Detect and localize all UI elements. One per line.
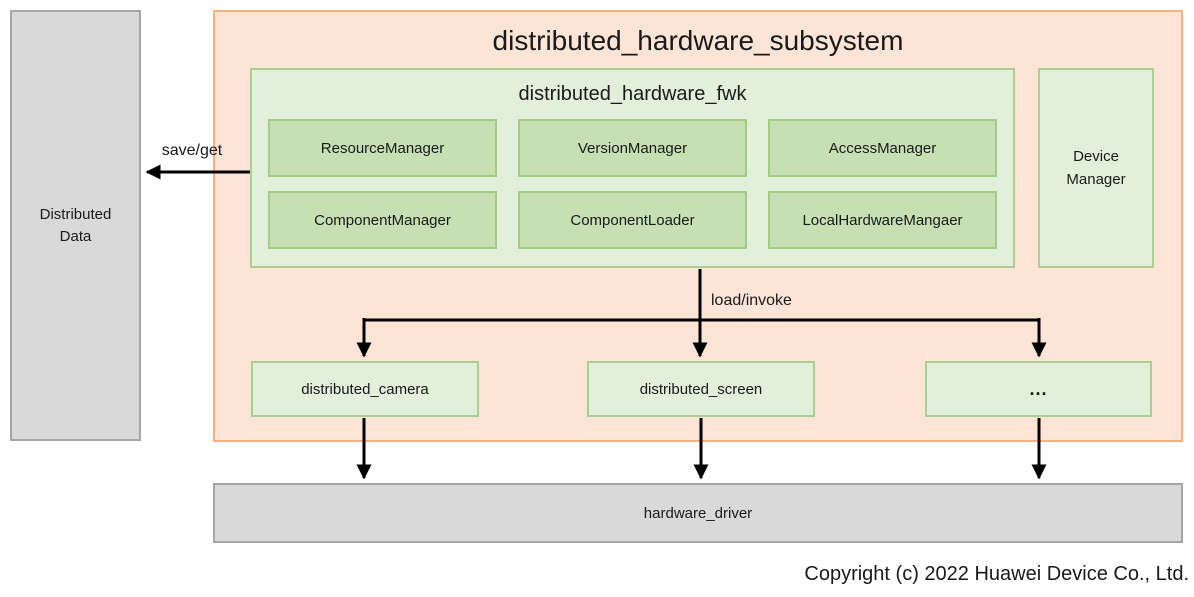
hardware-driver-label: hardware_driver [643, 504, 753, 522]
copyright-text: Copyright (c) 2022 Huawei Device Co., Lt… [804, 563, 1189, 585]
subsystem-title: distributed_hardware_subsystem [492, 25, 904, 56]
manager-label: LocalHardwareMangaer [802, 211, 963, 229]
manager-box-component-manager: ComponentManager [268, 191, 497, 249]
manager-box-resource: ResourceManager [268, 119, 497, 177]
distributed-data-label: Distributed Data [39, 205, 112, 245]
component-box-screen: distributed_screen [587, 361, 815, 417]
distributed-data-box: Distributed Data [10, 10, 141, 441]
fwk-manager-grid: ResourceManager VersionManager AccessMan… [268, 119, 997, 249]
component-box-others: ... [925, 361, 1152, 417]
component-label: distributed_screen [639, 380, 763, 398]
manager-label: AccessManager [828, 139, 937, 157]
load-invoke-label: load/invoke [711, 292, 792, 309]
manager-label: ComponentLoader [570, 211, 695, 229]
component-label: ... [1029, 378, 1048, 399]
manager-box-version: VersionManager [518, 119, 747, 177]
save-get-label: save/get [161, 142, 223, 159]
component-label: distributed_camera [301, 380, 429, 398]
component-box-camera: distributed_camera [251, 361, 479, 417]
manager-label: ComponentManager [314, 211, 451, 229]
hardware-driver-box: hardware_driver [213, 483, 1183, 543]
device-manager-label: Device Manager [1066, 148, 1126, 188]
manager-label: ResourceManager [320, 139, 445, 157]
manager-box-component-loader: ComponentLoader [518, 191, 747, 249]
fwk-title: distributed_hardware_fwk [518, 83, 747, 105]
manager-box-local-hardware: LocalHardwareMangaer [768, 191, 997, 249]
device-manager-box: Device Manager [1038, 68, 1154, 268]
manager-label: VersionManager [577, 139, 688, 157]
manager-box-access: AccessManager [768, 119, 997, 177]
